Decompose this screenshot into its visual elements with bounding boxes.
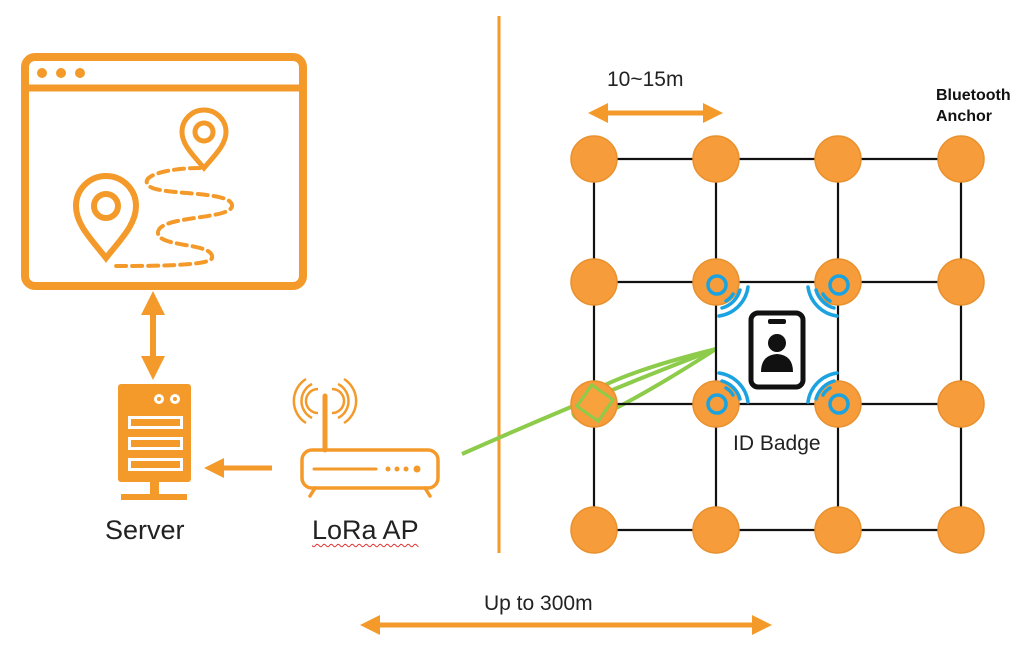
bluetooth-anchor-icon	[814, 135, 862, 183]
bluetooth-signal-waves	[706, 274, 850, 415]
lora-tag-marker	[574, 382, 616, 424]
anchor-spacing-label: 10~15m	[607, 68, 684, 91]
anchor-title-label: Bluetooth	[936, 87, 1011, 104]
bluetooth-anchor-icon	[814, 258, 862, 306]
bluetooth-anchor-icon	[692, 506, 740, 554]
range-label: Up to 300m	[484, 592, 593, 615]
badge-label: ID Badge	[733, 432, 821, 455]
anchor-grid	[592, 157, 963, 532]
lora-ap-label: LoRa AP	[312, 515, 419, 546]
bluetooth-anchor-icon	[937, 258, 985, 306]
bluetooth-anchor-icon	[570, 135, 618, 183]
map-route-window-icon	[21, 53, 307, 290]
bluetooth-anchor-icon	[937, 506, 985, 554]
lora-ap-label-text: LoRa AP	[312, 515, 419, 545]
bluetooth-anchor-icon	[570, 258, 618, 306]
wireless-router-icon	[292, 377, 440, 498]
server-icon	[118, 384, 191, 500]
id-badge-icon	[748, 310, 806, 390]
location-pin-icon	[179, 107, 229, 172]
bluetooth-anchor-icon	[937, 135, 985, 183]
bluetooth-anchor-icon	[814, 506, 862, 554]
server-label: Server	[105, 515, 185, 545]
bluetooth-anchor-icon	[570, 506, 618, 554]
bluetooth-anchor-icon	[937, 380, 985, 428]
bluetooth-anchor-icon	[692, 380, 740, 428]
bluetooth-anchor-icon	[692, 135, 740, 183]
bluetooth-anchor-icon	[692, 258, 740, 306]
location-pin-icon	[72, 173, 140, 263]
anchor-subtitle-label: Anchor	[936, 108, 992, 125]
